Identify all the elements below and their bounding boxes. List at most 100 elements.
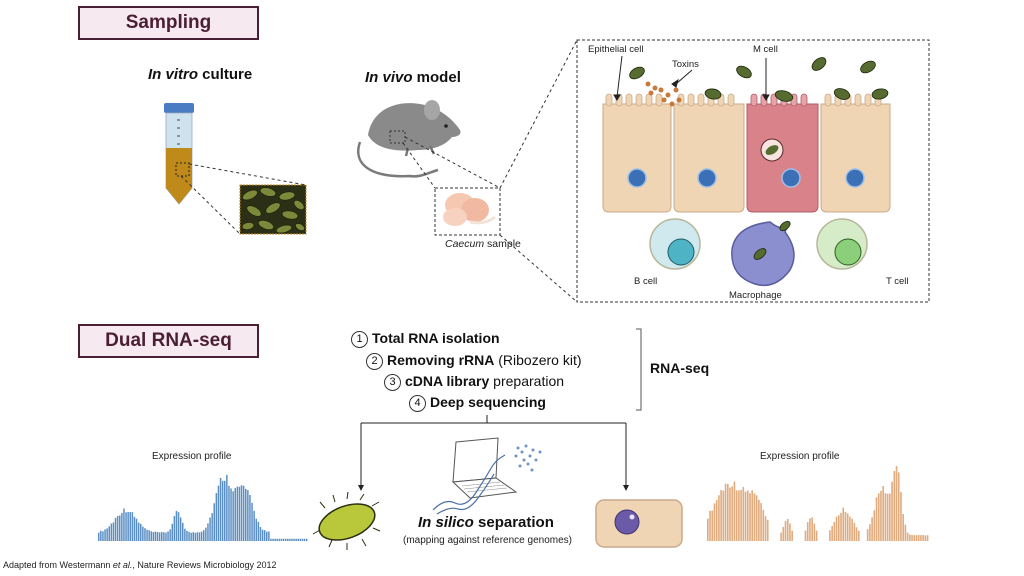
- t-cell-icon: [816, 218, 868, 270]
- profile-bar: [123, 508, 125, 541]
- profile-bar: [140, 523, 142, 541]
- profile-bar: [844, 511, 847, 541]
- profile-bar: [217, 485, 220, 541]
- data-particles-icon: [514, 444, 542, 472]
- profile-bar: [196, 532, 199, 541]
- profile-bar: [184, 528, 186, 541]
- profile-bar: [297, 538, 299, 541]
- bacteria-zoom-patch: [239, 184, 307, 235]
- profile-bar: [849, 516, 851, 541]
- profile-bar: [255, 518, 257, 541]
- profile-bar: [114, 517, 117, 541]
- in-vivo-label: In vivo model: [365, 69, 461, 86]
- profile-bar: [904, 524, 907, 541]
- profile-bar: [169, 529, 171, 541]
- profile-bar: [731, 486, 734, 541]
- profile-bar: [280, 538, 283, 541]
- profile-bar: [900, 492, 902, 541]
- profile-bar: [215, 493, 218, 541]
- step-3-normal: preparation: [489, 373, 565, 389]
- dual-rnaseq-header: Dual RNA-seq: [78, 324, 259, 358]
- profile-bar: [247, 490, 249, 541]
- profile-bar: [249, 494, 251, 541]
- profile-bar: [161, 531, 163, 541]
- citation-post: , Nature Reviews Microbiology 2012: [132, 560, 277, 570]
- in-vitro-label: In vitro culture: [148, 66, 252, 83]
- profile-bar: [224, 480, 226, 541]
- profile-bar: [882, 486, 884, 541]
- nucleus-icon: [697, 168, 717, 188]
- profile-bar: [902, 514, 904, 541]
- profile-bar: [154, 531, 157, 541]
- profile-bar: [789, 523, 791, 541]
- profile-bar: [751, 490, 754, 541]
- profile-bar: [718, 495, 720, 541]
- profile-bar: [293, 538, 295, 541]
- profile-bar: [753, 493, 756, 541]
- profile-bar: [917, 535, 920, 541]
- step-2-bold: Removing rRNA: [387, 352, 495, 368]
- profile-bar: [897, 472, 900, 541]
- profile-bar: [922, 535, 924, 541]
- in-silico-label: In silico separation: [418, 514, 554, 531]
- toxins-label: Toxins: [672, 59, 699, 70]
- profile-bar: [188, 531, 190, 541]
- right-expression-profile: [707, 466, 929, 541]
- in-vivo-rest: model: [412, 69, 461, 86]
- sampling-header-text: Sampling: [125, 12, 212, 33]
- profile-bar: [270, 538, 272, 541]
- profile-bar: [257, 521, 260, 541]
- in-silico-sub: (mapping against reference genomes): [403, 535, 572, 546]
- profile-bar: [263, 530, 266, 541]
- profile-bar: [924, 535, 927, 541]
- profile-bar: [895, 466, 898, 541]
- profile-bar: [886, 493, 889, 541]
- profile-bar: [729, 487, 731, 541]
- profile-bar: [837, 515, 840, 541]
- profile-bar: [762, 509, 765, 541]
- profile-bar: [261, 529, 264, 541]
- profile-bar: [746, 490, 749, 541]
- b-cell-label: B cell: [634, 276, 658, 287]
- macrophage-label: Macrophage: [729, 290, 782, 301]
- step-4-bold: Deep sequencing: [430, 394, 546, 410]
- profile-bar: [236, 486, 239, 541]
- profile-bar: [853, 522, 856, 541]
- profile-bar: [219, 477, 222, 541]
- step-3-number: 3: [384, 374, 401, 391]
- profile-bar: [125, 512, 127, 541]
- branch-arrows: [360, 415, 627, 487]
- profile-bar: [299, 538, 302, 541]
- in-vivo-italic: In vivo: [365, 69, 413, 86]
- step-3-bold: cDNA library: [405, 373, 490, 389]
- profile-bar: [234, 488, 236, 541]
- profile-bar: [806, 522, 809, 541]
- profile-bar: [722, 490, 725, 541]
- profile-bar: [245, 488, 247, 541]
- profile-bar: [282, 538, 285, 541]
- profile-bar: [744, 491, 747, 541]
- in-vitro-rest: culture: [198, 66, 253, 83]
- right-profile-title: Expression profile: [760, 451, 840, 462]
- profile-bar: [291, 538, 293, 541]
- left-profile-title: Expression profile: [152, 451, 232, 462]
- profile-bar: [724, 483, 727, 541]
- profile-bar: [253, 510, 255, 541]
- profile-bar: [226, 474, 228, 541]
- profile-bar: [835, 516, 838, 541]
- profile-bar: [305, 538, 308, 541]
- nucleus-icon: [627, 168, 647, 188]
- profile-bar: [251, 502, 253, 541]
- profile-bar: [266, 531, 268, 541]
- profile-bar: [186, 530, 188, 541]
- profile-bar: [238, 486, 241, 541]
- profile-bar: [119, 515, 121, 541]
- profile-bar: [880, 490, 882, 541]
- profile-bar: [182, 522, 184, 541]
- profile-bar: [211, 513, 213, 541]
- in-silico-rest: separation: [473, 514, 554, 531]
